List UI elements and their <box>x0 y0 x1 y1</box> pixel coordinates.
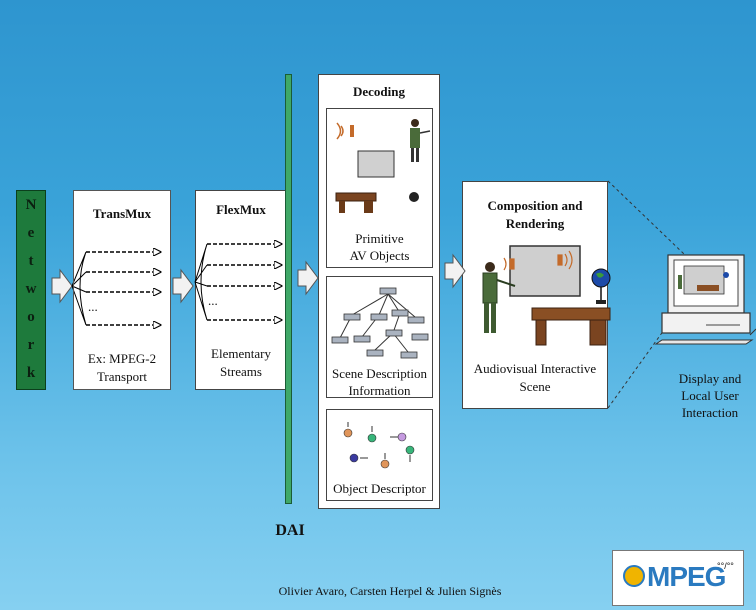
decoding-title: Decoding <box>353 84 405 99</box>
zoom-lines <box>607 180 685 409</box>
transmux-splitter <box>71 251 87 326</box>
scene-speaker-right <box>557 250 573 270</box>
display-line1: Display and <box>678 371 742 386</box>
flexmux-splitter <box>194 243 208 321</box>
network-letter: N <box>25 197 37 213</box>
footer-authors: Olivier Avaro, Carsten Herpel & Julien S… <box>278 584 502 598</box>
object-descriptor-label: Object Descriptor <box>333 481 426 496</box>
network-block: N e t w o r k <box>16 190 46 390</box>
speaker-icon <box>336 122 354 140</box>
block-arrow-flexmux-decoding <box>297 260 319 296</box>
desk-icon <box>335 192 377 213</box>
network-letter: e <box>27 225 35 241</box>
transmux-streams <box>86 252 160 325</box>
scene-globe <box>591 268 611 304</box>
network-letter: k <box>26 365 36 381</box>
scene-whiteboard <box>509 245 581 297</box>
mpeg-logo-text: MPEG <box>647 561 726 592</box>
composition-caption-line2: Scene <box>519 379 551 394</box>
network-letter: r <box>27 337 35 353</box>
primitive-label-line2: AV Objects <box>349 248 410 263</box>
flexmux-streams <box>207 244 281 320</box>
block-arrow-transmux-flexmux <box>172 268 194 304</box>
transmux-title: TransMux <box>92 206 152 221</box>
flexmux-caption-line1: Elementary <box>211 346 271 361</box>
primitive-label-line1: Primitive <box>355 231 404 246</box>
scene-speaker-left <box>503 257 515 271</box>
computer-base <box>661 312 751 334</box>
network-letter: o <box>27 309 35 325</box>
composition-title-line2: Rendering <box>505 216 565 231</box>
flexmux-title: FlexMux <box>216 202 266 217</box>
mpeg-logo: MPEG °°/°° <box>612 550 744 606</box>
stage-arrows <box>51 253 466 304</box>
scene-description-line1: Scene Description <box>332 366 427 381</box>
composition-caption-line1: Audiovisual Interactive <box>473 361 597 376</box>
presenter-icon <box>410 119 431 162</box>
flexmux-caption-line2: Streams <box>220 364 262 379</box>
transmux-box <box>73 190 171 390</box>
transmux-caption-line1: Ex: MPEG-2 <box>87 351 157 366</box>
block-arrow-network-transmux <box>51 268 73 304</box>
transmux-ellipsis: ... <box>88 299 98 314</box>
mpeg-logo-suffix: °°/°° <box>717 561 734 571</box>
scene-presenter <box>482 262 516 333</box>
mpeg-logo-swirl-icon <box>623 565 645 587</box>
composition-title-line1: Composition and <box>487 198 583 213</box>
network-letter: w <box>25 281 37 297</box>
dai-label: DAI <box>275 522 305 539</box>
whiteboard-icon <box>357 150 395 178</box>
network-letter: t <box>28 253 34 269</box>
transmux-caption-line2: Transport <box>96 369 148 384</box>
globe-icon <box>409 192 419 202</box>
dai-bar <box>285 74 292 504</box>
cable-icon <box>749 328 756 336</box>
scene-desk <box>531 307 611 346</box>
keyboard-icon <box>654 339 754 345</box>
scene-description-line2: Information <box>348 383 411 398</box>
display-line3: Interaction <box>681 405 739 420</box>
block-arrow-decoding-composition <box>444 253 466 289</box>
flexmux-ellipsis: ... <box>208 293 218 308</box>
display-line2: Local User <box>681 388 739 403</box>
